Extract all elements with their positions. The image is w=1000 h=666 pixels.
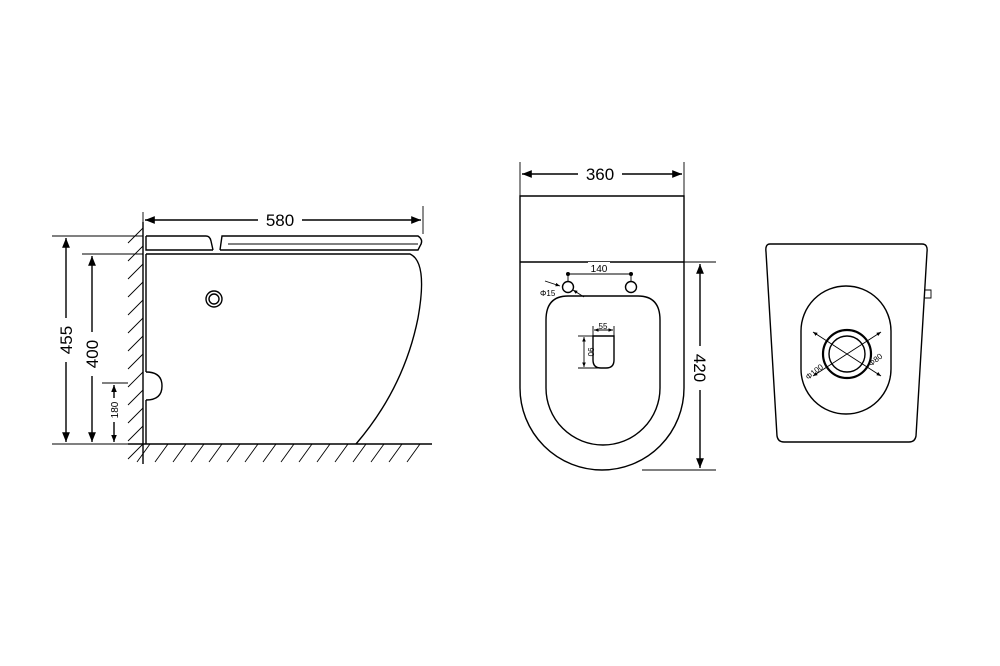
bottom-outline xyxy=(765,243,928,443)
opening-height-label: 90 xyxy=(586,348,595,357)
seat-hole-right xyxy=(624,280,638,294)
top-depth-label: 420 xyxy=(690,354,709,382)
inner-diameter-label: Φ80 xyxy=(867,351,885,368)
opening-width-label: 55 xyxy=(599,322,608,331)
bowl-opening xyxy=(545,295,661,446)
wall-hatching xyxy=(127,227,144,460)
water-inlet-inner xyxy=(208,293,220,305)
side-tab xyxy=(925,289,932,299)
side-view: 580 455 400 180 xyxy=(52,206,432,464)
base-opening xyxy=(800,285,892,415)
outlet-height-label: 180 xyxy=(110,401,121,418)
top-outline xyxy=(519,195,685,471)
height-bowl-label: 400 xyxy=(83,340,102,368)
height-total-label: 455 xyxy=(57,326,76,354)
seat-hole-left xyxy=(561,280,575,294)
seat-lid xyxy=(145,235,423,251)
floor-hatching xyxy=(136,443,421,463)
outer-diameter-label: Φ100 xyxy=(804,362,826,382)
hole-diameter-label: Φ15 xyxy=(540,289,556,298)
top-view: 140 Φ15 55 90 360 420 xyxy=(519,162,716,471)
bottom-view: Φ100 Φ80 xyxy=(765,243,932,443)
hole-spacing-label: 140 xyxy=(591,264,608,275)
width-dimension-label: 580 xyxy=(266,211,294,230)
diameter-line-2 xyxy=(812,331,882,377)
top-width-label: 360 xyxy=(586,165,614,184)
bowl-body xyxy=(145,253,423,445)
outlet-opening xyxy=(592,335,615,369)
outlet-notch xyxy=(145,371,163,401)
water-inlet-outer xyxy=(205,290,223,308)
